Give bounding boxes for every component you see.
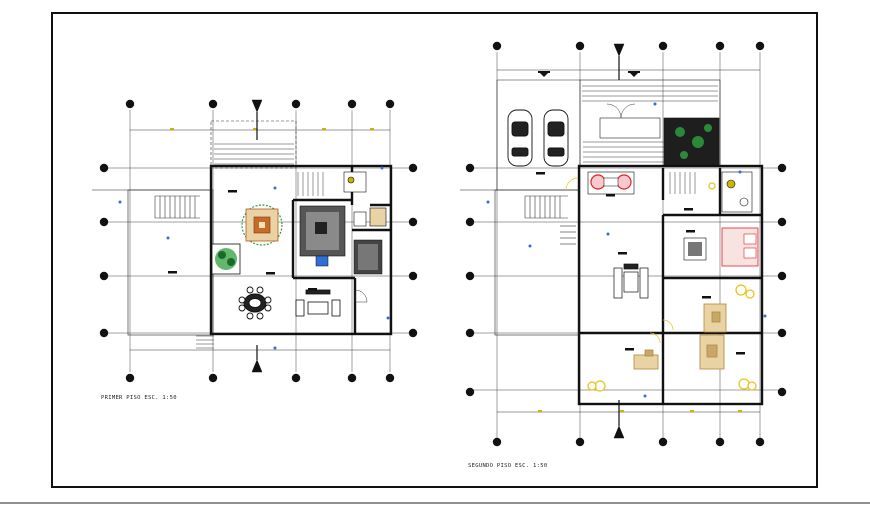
living-set: [241, 204, 283, 246]
first-floor-interior-walls: [291, 166, 390, 334]
bed-symbol: [683, 227, 759, 267]
plant-symbol: [211, 243, 241, 275]
second-floor-interior-walls: [579, 168, 762, 404]
first-floor-caption: PRIMER PISO ESC. 1:50: [101, 395, 177, 401]
lounge-chairs: [587, 171, 635, 195]
grid-axis-bubble: [465, 41, 787, 447]
section-cut-marker: [251, 99, 263, 373]
kitchen-block: [299, 205, 383, 275]
grid-axis-bubble: [99, 99, 418, 383]
first-floor-plan: PRIMER PISO ESC. 1:50: [92, 99, 418, 401]
first-floor-canopy: [210, 120, 297, 169]
dining-table-symbol: [238, 286, 272, 320]
second-floor-plan: SEGUNDO PISO ESC. 1:50: [460, 41, 787, 469]
plant-symbol: [663, 117, 720, 167]
stair-symbol: [214, 143, 294, 165]
second-floor-caption: SEGUNDO PISO ESC. 1:50: [468, 463, 547, 469]
sofa-set: [295, 289, 341, 317]
car-symbol: [507, 109, 569, 167]
section-cut-marker: [613, 43, 625, 439]
